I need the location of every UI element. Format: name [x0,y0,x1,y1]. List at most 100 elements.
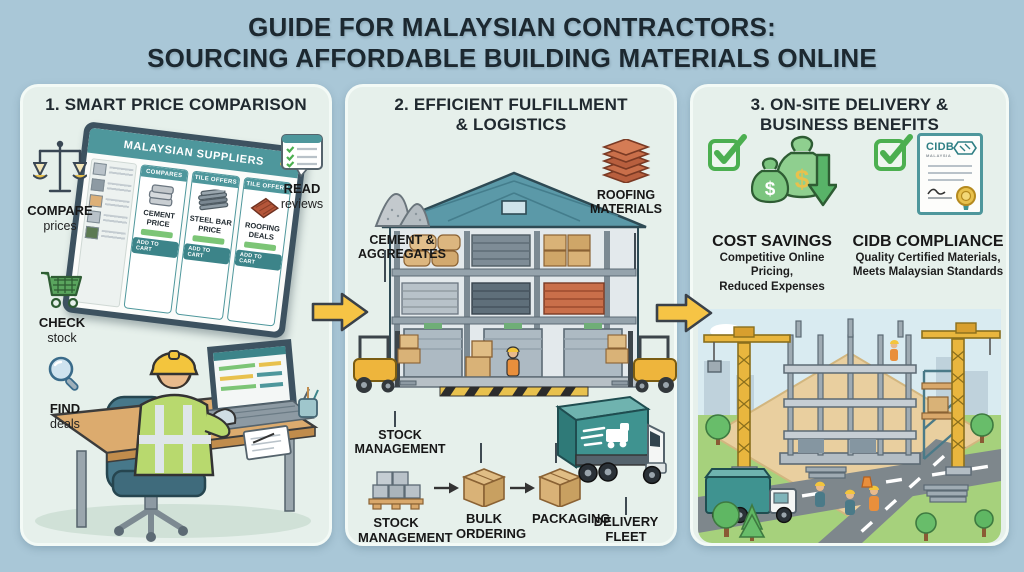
product-name: STEEL BAR PRICE [189,213,233,235]
stored-steel-pipes [471,234,531,267]
stored-boxes-top [543,234,591,267]
price-bar [140,228,173,239]
laptop [183,339,315,433]
aggregate-piles-icon [374,192,431,227]
panel-fulfillment-logistics: 2. EFFICIENT FULFILLMENT & LOGISTICS [345,84,677,546]
building-frame [779,318,921,465]
benefit-cidb-compliance: CIDB MALAYSIA CIDB COMPLIANCE Qualit [849,133,1007,280]
svg-text:$: $ [795,164,810,194]
callout-line1: STOCK [378,428,422,442]
panel-delivery-benefits: 3. ON-SITE DELIVERY & BUSINESS BENEFITS … [690,84,1009,546]
product-name: ROOFING DEALS [244,220,281,242]
price-bar [244,241,276,252]
stored-cement-bags [403,234,461,267]
cement-stack-icon [145,177,179,212]
benefit-title: COST SAVINGS [712,233,832,250]
clipboard [242,425,292,461]
flow-stock-management: STOCK MANAGEMENT [358,463,453,545]
pallet-icon [368,471,424,510]
panel3-heading-line1: 3. ON-SITE DELIVERY & [750,95,949,114]
shopping-cart-icon [41,271,83,309]
flow-label-line2: MANAGEMENT [358,529,453,545]
roof-tiles-stack-icon [601,138,651,184]
compare-prices-callout: COMPARE prices [25,139,95,233]
flow-arrow-icon [510,482,535,494]
find-deals-callout: FIND deals [37,355,93,431]
bulk-connector-line [480,443,482,463]
benefit-title: CIDB COMPLIANCE [852,233,1004,250]
stored-roofing-sheets [543,282,605,315]
callout-title: COMPARE [27,203,93,218]
benefit-desc-line2: Reduced Expenses [719,280,825,293]
panel1-heading: 1. SMART PRICE COMPARISON [45,95,307,114]
flow-delivery-fleet: DELIVERY FLEET [586,514,666,544]
panel2-heading: 2. EFFICIENT FULFILLMENT & LOGISTICS [348,95,674,136]
panel2-heading-line1: 2. EFFICIENT FULFILLMENT [394,95,628,114]
supplier-website-screen: MALAYSIAN SUPPLIERS COMPARES [68,127,301,333]
price-bar [192,235,225,246]
product-card-cement: COMPARES CEMENT PRICE ADD TO CART [123,164,189,314]
callout-line2: AGGREGATES [358,247,446,261]
callout-line2: MANAGEMENT [354,442,446,456]
product-name: CEMENT PRICE [142,207,176,229]
contractor-at-desk-illustration [35,339,319,542]
money-savings-icon: $ $ [751,135,837,207]
warehouse-worker [506,346,520,377]
delivery-connector-line [625,497,627,515]
delivery-truck-icon [555,395,667,485]
add-to-cart-button: ADD TO CART [182,243,231,265]
checkbox-icon [874,134,913,171]
benefit-cost-savings: $ $ COST SAVINGS Competitive Online Pric… [697,133,847,294]
panel3-heading: 3. ON-SITE DELIVERY & BUSINESS BENEFITS [693,95,1006,136]
scaffolding [921,369,959,460]
warehouse-illustration [353,171,677,397]
callout-title: READ [283,181,321,196]
benefit-desc-line1: Quality Certified Materials, [855,252,1001,264]
check-stock-callout: CHECK stock [31,269,93,345]
page-title-line2: SOURCING AFFORDABLE BUILDING MATERIALS O… [147,42,877,73]
cidb-region-text: MALAYSIA [926,153,952,158]
panel-smart-price-comparison: 1. SMART PRICE COMPARISON MALAYSIAN SUPP… [20,84,332,546]
roof-panel-icon [247,190,283,226]
panel3-heading-line2: BUSINESS BENEFITS [759,115,940,135]
read-reviews-callout: READ reviews [271,133,333,211]
material-stacks [805,466,969,503]
cidb-logo-text: CIDB [926,141,955,153]
loading-dock [387,376,641,388]
flow-label-line2: FLEET [605,528,647,544]
stock-management-upper-callout: STOCK MANAGEMENT [348,428,452,456]
steel-bars-icon [195,183,231,219]
flow-bulk-ordering: BULK ORDERING [456,465,527,541]
callout-line1: ROOFING [596,188,656,202]
flow-label-line1: BULK [465,511,503,526]
callout-subtitle: deals [50,416,80,431]
flow-arrow-icon [434,482,459,494]
stored-gray-slabs [401,282,459,315]
forklift-left [353,331,421,393]
flow-label-line1: STOCK [373,515,419,530]
hazard-strip [439,386,589,397]
forklift-right [605,331,677,393]
roofing-connector-line [634,233,636,269]
balance-scale-icon [32,140,88,193]
traffic-cone [861,476,873,488]
callout-subtitle: stock [47,330,77,345]
review-checklist-icon [281,134,323,178]
add-to-cart-button: ADD TO CART [131,236,179,259]
add-to-cart-button: ADD TO CART [234,249,283,272]
certificate-decor [927,141,977,210]
cement-aggregates-callout: CEMENT & AGGREGATES [350,186,454,261]
page-title: GUIDE FOR MALAYSIAN CONTRACTORS: SOURCIN… [0,12,1024,73]
cement-connector-line [384,250,386,282]
sidebar-thumb-row [90,178,132,195]
flow-label-line2: ORDERING [456,525,527,541]
cidb-certificate-icon: CIDB MALAYSIA [917,133,983,215]
callout-line1: CEMENT & [369,233,435,247]
callout-line2: MATERIALS [590,202,662,216]
stored-dark-pipes [471,282,531,315]
roofing-materials-callout: ROOFING MATERIALS [584,138,668,216]
sidebar-thumb-row [92,162,134,179]
stock-upper-connector-line [394,411,396,427]
svg-text:$: $ [765,179,776,200]
